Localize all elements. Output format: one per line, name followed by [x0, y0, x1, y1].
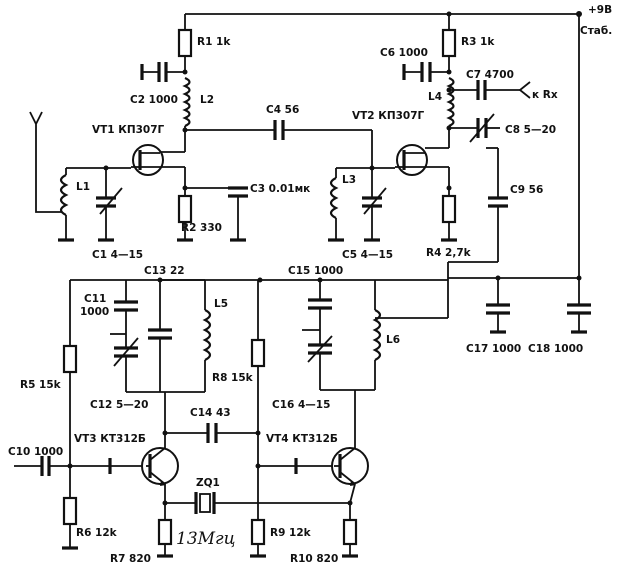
r8-label: R8 15k [212, 372, 254, 384]
c4-label: C4 56 [266, 104, 299, 116]
r10-resistor [342, 518, 358, 558]
r7-label: R7 820 [110, 553, 151, 565]
l1-label: L1 [76, 181, 90, 193]
c1-label: C1 4—15 [92, 249, 143, 261]
zq1-label: ZQ1 [196, 477, 220, 489]
c15-label: C15 1000 [288, 265, 343, 277]
c10-label: C10 1000 [8, 446, 63, 458]
r9-resistor [250, 518, 266, 558]
c13-label: C13 22 [144, 265, 185, 277]
l5-label: L5 [214, 298, 228, 310]
l3-coil [328, 165, 395, 242]
vt1-transistor [131, 144, 186, 188]
zq1-crystal [165, 492, 350, 514]
c4-capacitor [185, 120, 373, 168]
vt2-transistor [395, 144, 450, 188]
l3-label: L3 [342, 174, 356, 186]
c16-trimmer [307, 330, 375, 391]
r7-resistor [157, 518, 173, 558]
c15-capacitor [302, 280, 332, 331]
c2-label: C2 1000 [130, 94, 178, 106]
c11-capacitor [110, 280, 138, 335]
vt1-label: VT1 КП307Г [92, 124, 165, 136]
lower-rail [70, 275, 582, 319]
rf-choke-vt4 [258, 458, 334, 474]
c14-label: C14 43 [190, 407, 231, 419]
vt4-label: VT4 КТ312Б [266, 433, 338, 445]
r1-label: R1 1k [197, 36, 231, 48]
l2-inductor [160, 76, 191, 153]
r8-resistor [250, 280, 266, 520]
c3-label: C3 0.01мк [250, 183, 310, 195]
c10-capacitor [14, 456, 110, 476]
c12-label: C12 5—20 [90, 399, 148, 411]
c7-label: C7 4700 [466, 69, 514, 81]
c17-capacitor [486, 278, 510, 334]
c17-label: C17 1000 [466, 343, 521, 355]
c11-value: 1000 [80, 306, 109, 318]
vt4-transistor [331, 447, 369, 520]
c13-capacitor [148, 280, 172, 392]
r3-label: R3 1k [461, 36, 495, 48]
c9-label: C9 56 [510, 184, 543, 196]
c18-capacitor [567, 278, 591, 334]
supply-note-label: Стаб. [580, 25, 612, 37]
c6-capacitor [402, 62, 452, 82]
l1-input-coil [29, 111, 131, 242]
c5-trimmer [362, 168, 387, 242]
vt2-label: VT2 КП307Г [352, 110, 425, 122]
r2-resistor [177, 185, 193, 242]
c8-label: C8 5—20 [505, 124, 556, 136]
c2-capacitor [140, 62, 188, 82]
r4-resistor [441, 185, 457, 242]
rf-choke-vt3 [108, 458, 146, 474]
l4-label: L4 [428, 91, 442, 103]
r1-resistor [177, 28, 193, 72]
vt3-transistor [141, 392, 179, 520]
vt3-label: VT3 КТ312Б [74, 433, 146, 445]
c7-capacitor [449, 80, 531, 100]
crystal-frequency-note: 13Мгц [176, 529, 236, 549]
c8-trimmer [446, 113, 500, 143]
l4-inductor [425, 76, 455, 149]
l6-label: L6 [386, 334, 400, 346]
l2-label: L2 [200, 94, 214, 106]
c6-label: C6 1000 [380, 47, 428, 59]
supply-rail [184, 11, 582, 278]
supply-voltage-label: +9В [588, 4, 612, 16]
r9-label: R9 12k [270, 527, 312, 539]
c5-label: C5 4—15 [342, 249, 393, 261]
r5-resistor [62, 280, 78, 498]
r6-label: R6 12k [76, 527, 118, 539]
l6-inductor [354, 280, 382, 448]
r2-label: R2 330 [181, 222, 222, 234]
r10-label: R10 820 [290, 553, 338, 565]
r4-label: R4 2,7k [426, 247, 472, 259]
r3-resistor [441, 28, 457, 72]
c11-label: C11 [84, 293, 106, 305]
c14-capacitor [165, 423, 261, 443]
c9-capacitor [447, 147, 508, 280]
c16-label: C16 4—15 [272, 399, 330, 411]
c1-trimmer [96, 168, 123, 242]
rx-label: к Rx [532, 89, 558, 101]
r5-label: R5 15k [20, 379, 62, 391]
c18-label: C18 1000 [528, 343, 583, 355]
c3-capacitor [185, 186, 248, 242]
l5-inductor [160, 279, 212, 392]
r6-resistor [62, 496, 78, 550]
